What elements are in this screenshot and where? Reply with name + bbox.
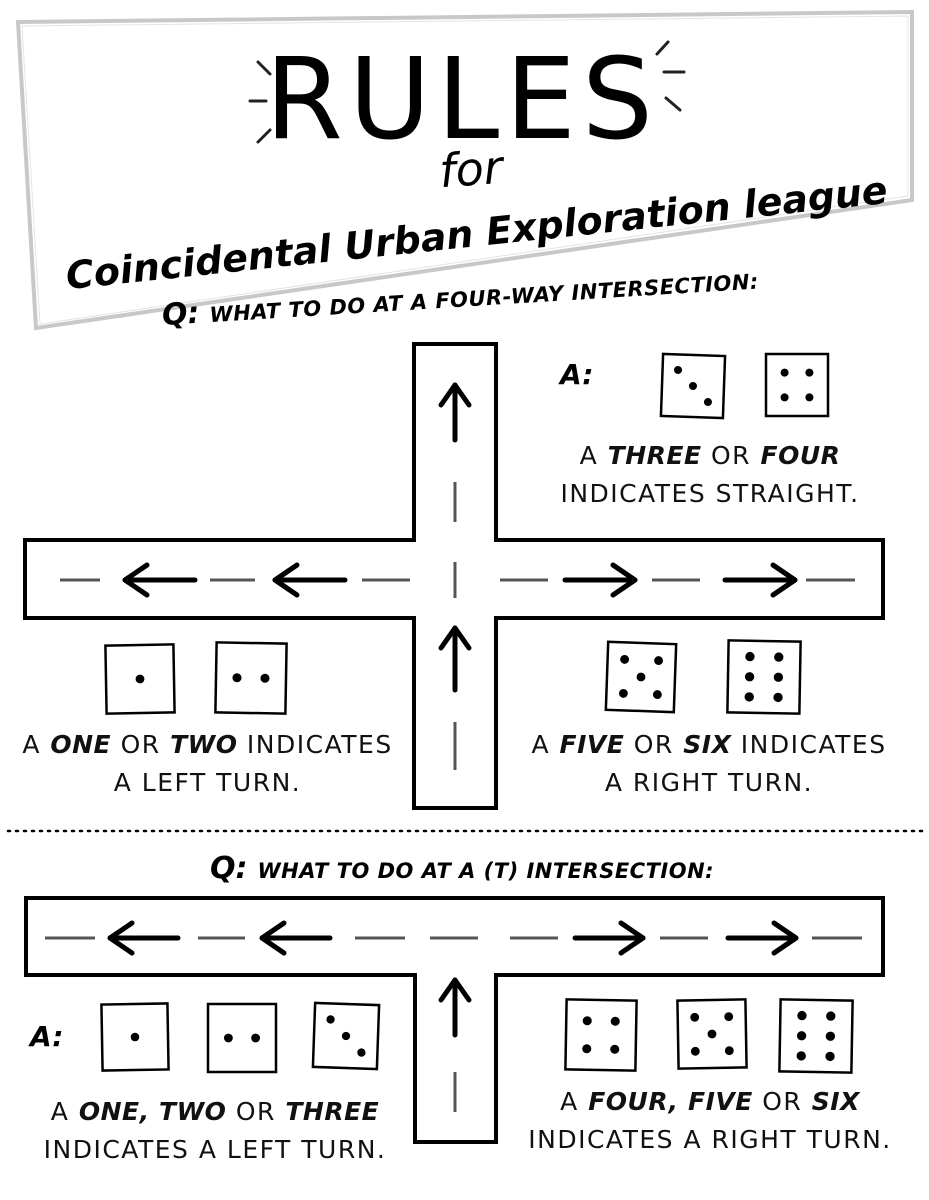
four-way-answer-tag: A: <box>560 358 594 391</box>
t-question: Q:WHAT TO DO AT A (T) INTERSECTION: <box>210 851 715 886</box>
arrow-left-icon <box>272 562 348 598</box>
four-way-dice-group <box>104 352 830 715</box>
t-right-caption: A FOUR, FIVE OR SIX INDICATES A RIGHT TU… <box>528 1087 892 1154</box>
arrow-right-icon <box>725 920 799 956</box>
center-dashes <box>45 936 862 1112</box>
t-road <box>24 896 885 1144</box>
straight-caption: A THREE OR FOUR INDICATES STRAIGHT. <box>560 441 860 508</box>
banner-title: RULES <box>265 35 659 165</box>
four-way-road <box>23 342 885 810</box>
arrow-up-icon <box>438 977 472 1038</box>
die-five-icon <box>676 998 748 1070</box>
die-six-icon <box>778 998 854 1074</box>
banner-subtitle-for: for <box>437 140 507 198</box>
arrow-up-icon <box>438 625 472 693</box>
arrow-left-icon <box>259 920 333 956</box>
die-six-icon <box>726 639 802 715</box>
arrow-right-icon <box>562 562 638 598</box>
die-three-icon <box>311 1001 381 1071</box>
die-two-icon <box>214 641 288 715</box>
arrow-right-icon <box>572 920 646 956</box>
die-five-icon <box>604 640 678 714</box>
arrow-left-icon <box>122 562 198 598</box>
arrow-up-icon <box>438 382 472 443</box>
left-turn-caption: A ONE OR TWO INDICATES A LEFT TURN. <box>22 730 393 797</box>
sparkle-left-icon <box>248 60 272 144</box>
die-four-icon <box>564 998 638 1072</box>
t-answer-tag: A: <box>30 1020 64 1053</box>
center-dashes <box>60 482 855 770</box>
sparkle-right-icon <box>655 40 686 112</box>
arrow-left-icon <box>107 920 181 956</box>
die-one-icon <box>100 1002 170 1072</box>
arrow-right-icon <box>722 562 798 598</box>
t-left-caption: A ONE, TWO OR THREE INDICATES A LEFT TUR… <box>43 1097 387 1164</box>
right-turn-caption: A FIVE OR SIX INDICATES A RIGHT TURN. <box>531 730 887 797</box>
die-four-icon <box>764 352 830 418</box>
die-one-icon <box>104 643 176 715</box>
die-three-icon <box>659 352 727 420</box>
die-two-icon <box>206 1002 278 1074</box>
t-dice-group <box>100 998 854 1074</box>
